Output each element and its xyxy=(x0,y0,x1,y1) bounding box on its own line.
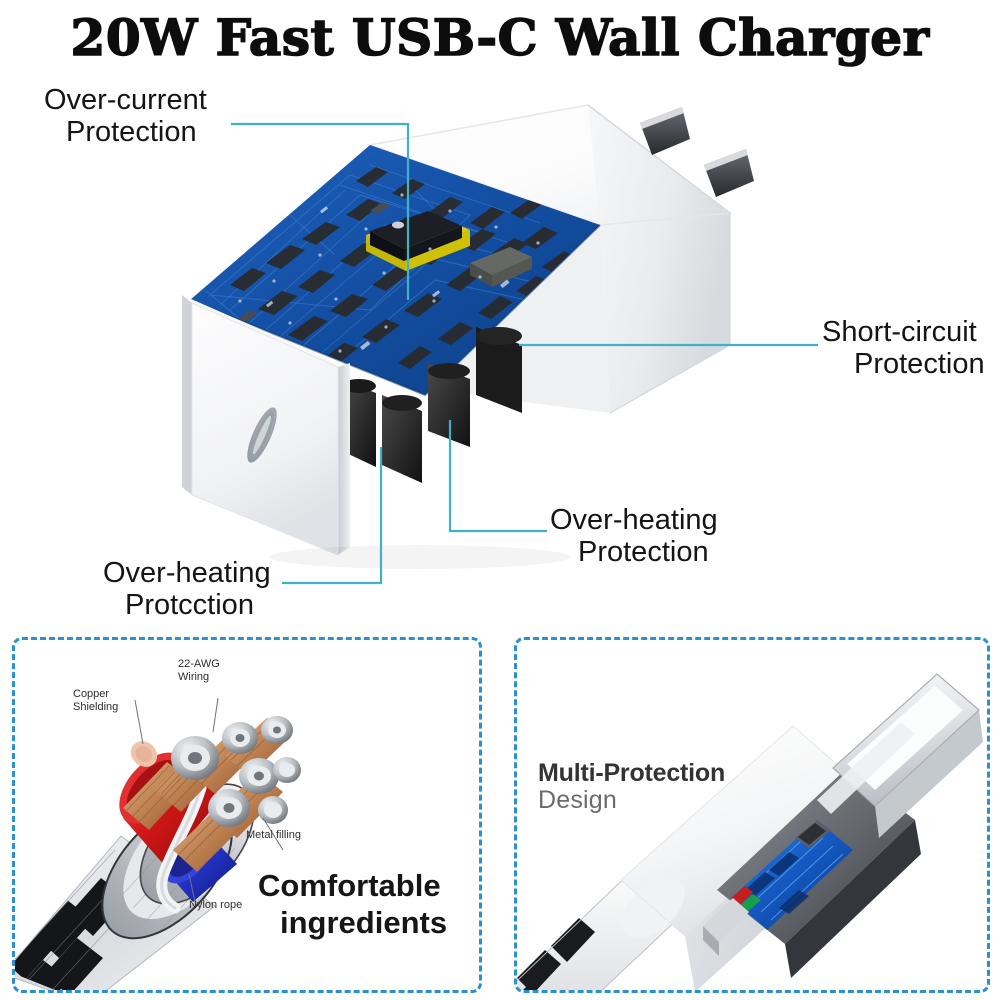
ac-prongs xyxy=(640,107,754,197)
mini-line-2: Wiring xyxy=(178,671,210,684)
callout-line-1: Over-current xyxy=(44,84,207,116)
callout-over-heating-middle: Over-heating Protection xyxy=(550,504,718,569)
contact-block xyxy=(703,898,749,956)
caption-line-1: Multi-Protection xyxy=(538,759,726,787)
page-title: 20W Fast USB-C Wall Charger xyxy=(70,7,930,68)
callout-line-1: Over-heating xyxy=(103,557,271,589)
charger-illustration xyxy=(170,95,810,575)
caption-line-2: ingredients xyxy=(280,904,448,940)
mini-line-1: Copper xyxy=(73,688,110,700)
callout-line-2: Protection xyxy=(854,348,985,381)
mini-line-1: 22-AWG xyxy=(178,658,220,670)
caption-line-1: Comfortable xyxy=(258,868,441,903)
charger-body xyxy=(367,104,732,414)
label-copper-shielding: Copper Shielding xyxy=(73,688,118,715)
callout-line-2: Protcction xyxy=(125,589,254,622)
usb-c-port xyxy=(247,407,277,463)
callout-short-circuit: Short-circuit Protection xyxy=(822,316,985,381)
copper-wire-bundles xyxy=(123,716,301,872)
mini-line-2: Shielding xyxy=(73,701,119,714)
mini-line-1: Metal filling xyxy=(246,829,302,841)
callout-line-2: Protection xyxy=(66,116,197,149)
connector-cutaway-illustration xyxy=(517,673,983,990)
label-22-awg: 22-AWG Wiring xyxy=(178,658,220,685)
cable-cross-section-illustration xyxy=(15,697,301,990)
callout-over-heating-left: Over-heating Protcction xyxy=(103,557,271,622)
panel-comfortable-ingredients: 22-AWG Wiring Copper Shielding Metal fil… xyxy=(12,637,482,993)
panel-multi-protection xyxy=(514,637,990,993)
label-nylon-rope: Nylon rope xyxy=(189,899,242,912)
caption-comfortable-ingredients: Comfortable ingredients xyxy=(258,868,447,941)
connector-metal-tip xyxy=(817,673,983,838)
label-metal-filling: Metal filling xyxy=(246,829,301,842)
callout-line-1: Over-heating xyxy=(550,504,718,536)
caption-multi-protection: Multi-Protection Design xyxy=(538,760,725,814)
caption-line-2: Design xyxy=(538,786,618,814)
callout-line-1: Short-circuit xyxy=(822,316,977,348)
panel-left-pointers xyxy=(134,697,284,903)
mini-line-1: Nylon rope xyxy=(189,899,243,911)
callout-over-current: Over-current Protection xyxy=(44,84,207,149)
callout-line-2: Protection xyxy=(578,536,709,569)
connector-pcb xyxy=(731,820,853,930)
